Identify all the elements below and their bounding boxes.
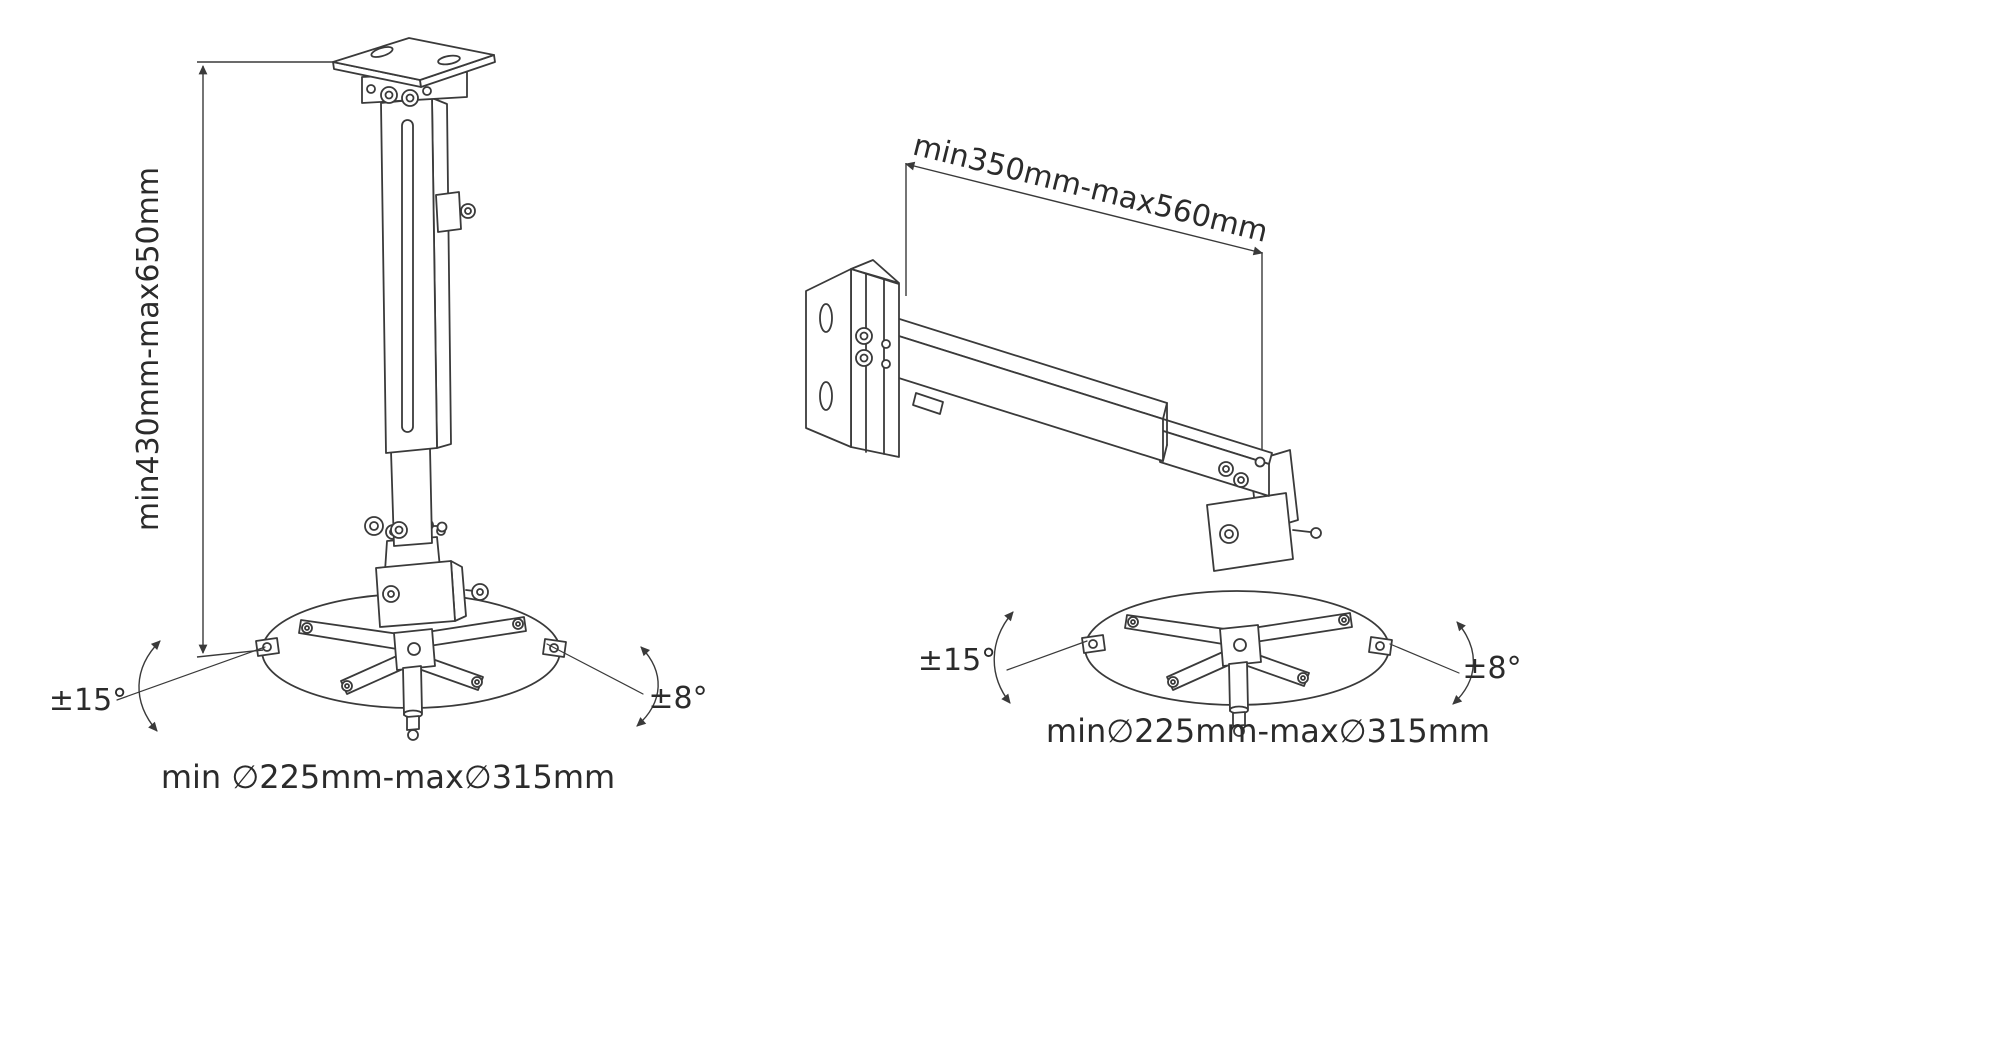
wall-diameter-range-label: min∅225mm-max∅315mm: [1046, 712, 1490, 750]
extension-dimension: [904, 161, 1264, 450]
ceiling-swivel-annotation: [546, 643, 659, 727]
wall-mount-diagram: min350mm-max560mm ±15° ±8° min∅225mm-max…: [805, 128, 1522, 750]
wall-tilt-angle-label: ±15°: [918, 643, 996, 678]
ceiling-mount-diagram: min430mm-max650mm ±15° ±8° min ∅225mm-ma…: [49, 37, 708, 796]
wall-spider-bracket: [1081, 612, 1393, 691]
ceiling-tilt-angle-label: ±15°: [49, 683, 127, 718]
ceiling-diameter-range-label: min ∅225mm-max∅315mm: [161, 758, 615, 796]
wall-base-screw: [1228, 661, 1249, 737]
wall-telescopic-arm: [869, 310, 1273, 497]
ceiling-plate: [332, 37, 496, 107]
wall-bracket: [805, 259, 900, 458]
wall-tilt-annotation: [993, 611, 1088, 704]
ceiling-spider-bracket: [255, 616, 567, 695]
ceiling-telescopic-column: [380, 97, 476, 547]
ceiling-tilt-annotation: [116, 640, 266, 732]
height-dimension: [196, 61, 334, 658]
ceiling-swivel-angle-label: ±8°: [648, 681, 707, 716]
wall-swivel-angle-label: ±8°: [1462, 651, 1521, 686]
extension-range-label: min350mm-max560mm: [909, 128, 1271, 250]
ceiling-base-screw: [402, 665, 423, 741]
height-range-label: min430mm-max650mm: [131, 167, 166, 531]
wall-swivel-annotation: [1389, 621, 1475, 705]
